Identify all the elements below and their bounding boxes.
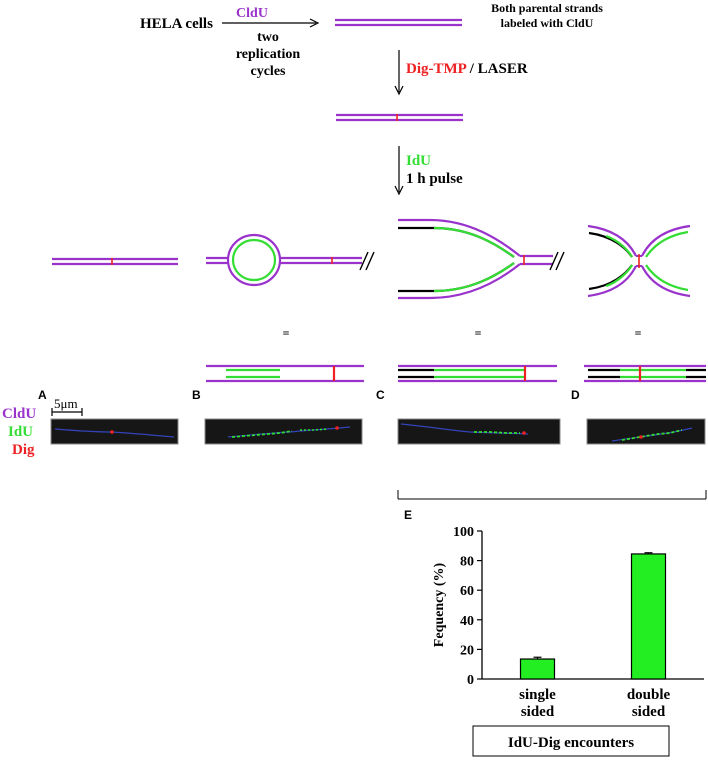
cycles-line1: two <box>257 30 279 45</box>
cldu-arrow <box>222 18 320 28</box>
panel-label-d: D <box>571 388 580 402</box>
structure-b-replication-bubble <box>206 233 375 287</box>
equals-sign-d: = <box>635 326 642 340</box>
hela-cells-label: HELA cells <box>140 16 213 32</box>
equals-sign-c: = <box>475 326 482 340</box>
equals-sign-b: = <box>283 326 290 340</box>
idu-label: IdU <box>406 153 431 169</box>
schematic-d <box>584 364 706 383</box>
x-category-label: double <box>627 687 671 703</box>
y-tick-label: 40 <box>460 614 474 629</box>
cd-bracket <box>397 490 707 500</box>
cycles-line2: replication <box>236 47 301 62</box>
cldu-arrow-label: CldU <box>236 6 268 21</box>
bar <box>630 553 667 680</box>
structure-c-fork-stalled <box>398 218 565 300</box>
x-category-label: sided <box>632 704 666 720</box>
legend-idu: IdU <box>8 424 33 440</box>
schematic-c <box>398 364 557 383</box>
x-category-label: sided <box>521 704 555 720</box>
scale-bar-label: 5μm <box>54 396 78 411</box>
legend-dig: Dig <box>12 442 35 458</box>
fiber-image-c <box>397 418 561 445</box>
dna-duplex-crosslinked <box>336 113 463 122</box>
y-tick-label: 60 <box>460 584 474 599</box>
cycles-line3: cycles <box>251 64 287 79</box>
fiber-image-a <box>50 418 179 445</box>
x-axis-title: IdU-Dig encounters <box>508 735 634 751</box>
dig-tmp-arrow <box>394 50 404 96</box>
fiber-image-d <box>586 418 706 445</box>
y-tick-label: 80 <box>460 555 474 570</box>
dig-tmp-text: Dig-TMP <box>406 61 467 77</box>
structure-a-unreplicated <box>52 257 178 266</box>
x-axis-title-box <box>472 725 670 757</box>
dig-tmp-laser-label: Dig-TMP / LASER <box>406 61 528 77</box>
parental-note-line2: labeled with CldU <box>501 16 594 30</box>
x-category-label: single <box>519 687 556 703</box>
schematic-b <box>206 364 364 383</box>
dna-duplex-parental <box>335 18 462 27</box>
panel-label-a: A <box>38 388 47 402</box>
legend-cldu: CldU <box>2 406 36 422</box>
scale-bar: 5μm <box>51 396 83 416</box>
bar <box>519 658 556 680</box>
y-tick-label: 100 <box>453 525 474 540</box>
panel-label-c: C <box>376 388 385 402</box>
y-tick-label: 0 <box>467 673 474 688</box>
structure-d-converging-forks <box>587 224 691 298</box>
pulse-label: 1 h pulse <box>406 171 463 187</box>
panel-label-e: E <box>404 508 412 522</box>
y-tick-label: 20 <box>460 643 474 658</box>
y-axis-title: Fequency (%) <box>432 562 447 647</box>
laser-text: / LASER <box>466 61 528 77</box>
parental-note-line1: Both parental strands <box>491 1 603 15</box>
idu-pulse-arrow <box>394 146 404 196</box>
panel-label-b: B <box>192 388 201 402</box>
fiber-image-b <box>204 418 363 445</box>
